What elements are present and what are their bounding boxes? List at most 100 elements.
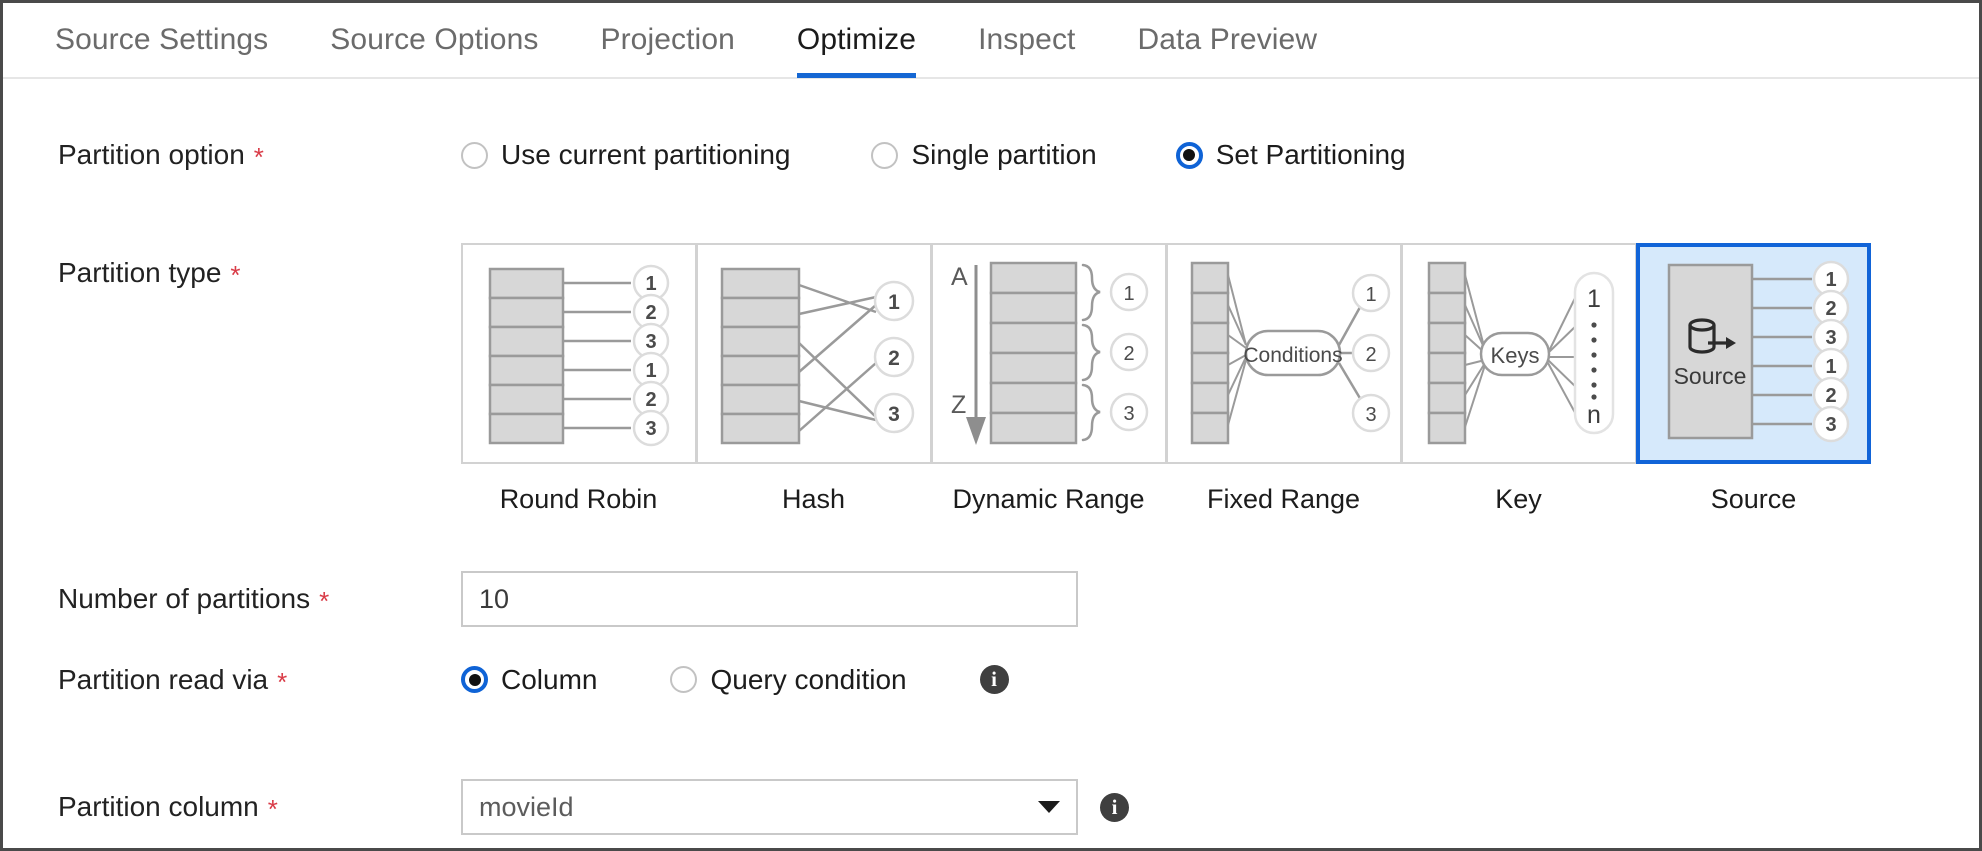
tab-label: Optimize (796, 23, 917, 56)
tab-data-preview[interactable]: Data Preview (1137, 3, 1318, 78)
partition-type-card-dynamic-range[interactable]: A Z (931, 243, 1166, 464)
radio-use-current-partitioning[interactable]: Use current partitioning (461, 141, 790, 169)
keys-node-label: Keys (1491, 343, 1540, 368)
hash-diagram: 1 2 3 (720, 267, 915, 445)
partition-read-via-row: Partition read via* Column Query conditi… (58, 663, 1009, 697)
svg-text:3: 3 (645, 418, 656, 440)
card-label-round-robin: Round Robin (499, 484, 658, 514)
radio-label: Query condition (710, 663, 907, 695)
required-asterisk: * (253, 142, 264, 172)
partition-column-value: movieId (479, 791, 574, 822)
card-label-key: Key (1495, 484, 1542, 514)
radio-circle-selected-icon[interactable] (1175, 141, 1203, 169)
svg-text:1: 1 (1825, 269, 1836, 291)
tab-optimize[interactable]: Optimize (796, 3, 917, 78)
tab-label: Source Options (330, 23, 539, 56)
source-diagram: Source 1 2 3 1 2 3 (1667, 260, 1850, 443)
info-icon[interactable]: i (1100, 792, 1129, 822)
tab-label: Data Preview (1137, 23, 1318, 56)
range-end-label: n (1587, 401, 1601, 429)
axis-end-letter: Z (951, 391, 966, 419)
svg-text:2: 2 (645, 389, 656, 411)
svg-text:1: 1 (1365, 284, 1376, 306)
svg-text:1: 1 (888, 291, 900, 314)
dynamic-range-diagram: A Z (951, 261, 1149, 445)
partition-column-select[interactable]: movieId (461, 779, 1078, 835)
partition-column-row: Partition column* movieId i (58, 779, 1129, 835)
radio-label: Single partition (911, 139, 1097, 170)
partition-type-row: Partition type* (58, 257, 241, 290)
partition-type-card-source[interactable]: Source 1 2 3 1 2 3 (1636, 243, 1871, 464)
radio-circle-selected-icon[interactable] (461, 666, 488, 693)
required-asterisk: * (277, 666, 288, 697)
tab-projection[interactable]: Projection (600, 3, 734, 78)
partition-type-card-list: 1 2 3 1 2 3 Round Robin (461, 243, 1871, 513)
svg-text:3: 3 (1365, 404, 1376, 426)
key-diagram: Keys 1 n (1427, 261, 1615, 445)
card-label-source: Source (1710, 484, 1797, 514)
arrow-icon (1726, 337, 1736, 349)
axis-start-letter: A (951, 263, 968, 291)
source-box-label: Source (1674, 363, 1747, 389)
required-asterisk: * (230, 260, 241, 290)
radio-label: Use current partitioning (501, 139, 791, 170)
partition-option-label: Partition option* (58, 139, 264, 172)
card-label-hash: Hash (781, 484, 846, 514)
svg-text:2: 2 (1825, 385, 1836, 407)
svg-text:1: 1 (1825, 356, 1836, 378)
tab-label: Source Settings (55, 23, 269, 56)
radio-column[interactable]: Column (461, 663, 598, 695)
radio-circle-icon[interactable] (670, 666, 698, 693)
svg-text:2: 2 (888, 347, 900, 370)
card-label-dynamic-range: Dynamic Range (952, 484, 1145, 514)
required-asterisk: * (319, 586, 330, 616)
svg-text:3: 3 (888, 403, 900, 426)
partition-option-radio-group: Use current partitioning Single partitio… (461, 141, 1406, 169)
svg-text:2: 2 (645, 302, 656, 324)
partition-option-row: Partition option* Use current partitioni… (58, 139, 1406, 172)
tab-label: Inspect (978, 23, 1076, 56)
svg-text:3: 3 (1123, 403, 1134, 425)
number-of-partitions-label: Number of partitions* (58, 583, 330, 616)
radio-single-partition[interactable]: Single partition (871, 139, 1097, 170)
radio-circle-icon[interactable] (461, 141, 488, 169)
svg-text:1: 1 (1123, 283, 1134, 305)
radio-circle-icon[interactable] (871, 141, 899, 169)
info-icon[interactable]: i (979, 665, 1009, 694)
conditions-node-label: Conditions (1243, 344, 1342, 367)
number-of-partitions-row: Number of partitions* (58, 571, 1078, 627)
partition-type-card-hash[interactable]: 1 2 3 (696, 243, 931, 464)
tab-inspect[interactable]: Inspect (978, 3, 1076, 78)
partition-read-via-radio-group: Column Query condition i (461, 665, 1009, 694)
number-of-partitions-input[interactable] (461, 571, 1078, 627)
conditions-node (1244, 329, 1342, 377)
svg-text:2: 2 (1123, 343, 1134, 365)
partition-read-via-label: Partition read via* (58, 663, 288, 697)
svg-text:3: 3 (1825, 327, 1836, 349)
svg-text:3: 3 (645, 331, 656, 353)
radio-set-partitioning[interactable]: Set Partitioning (1175, 141, 1406, 169)
partition-column-label: Partition column* (58, 791, 278, 824)
partition-type-card-key-wrap: Keys 1 n Key (1401, 243, 1636, 513)
tab-source-settings[interactable]: Source Settings (55, 3, 269, 78)
chevron-down-icon[interactable] (1038, 801, 1060, 813)
card-label-fixed-range: Fixed Range (1206, 484, 1361, 514)
tab-source-options[interactable]: Source Options (330, 3, 539, 78)
partition-type-card-hash-wrap: 1 2 3 Hash (696, 243, 931, 513)
database-icon (1688, 318, 1726, 354)
radio-label: Column (501, 663, 598, 695)
svg-text:1: 1 (645, 273, 656, 295)
svg-text:2: 2 (1825, 298, 1836, 320)
partition-type-card-dynamic-range-wrap: A Z (931, 243, 1166, 513)
radio-query-condition[interactable]: Query condition (670, 663, 907, 695)
partition-type-card-key[interactable]: Keys 1 n (1401, 243, 1636, 464)
partition-type-label: Partition type* (58, 257, 241, 290)
svg-text:3: 3 (1825, 414, 1836, 436)
partition-type-card-source-wrap: Source 1 2 3 1 2 3 Source (1636, 243, 1871, 513)
required-asterisk: * (267, 794, 278, 824)
